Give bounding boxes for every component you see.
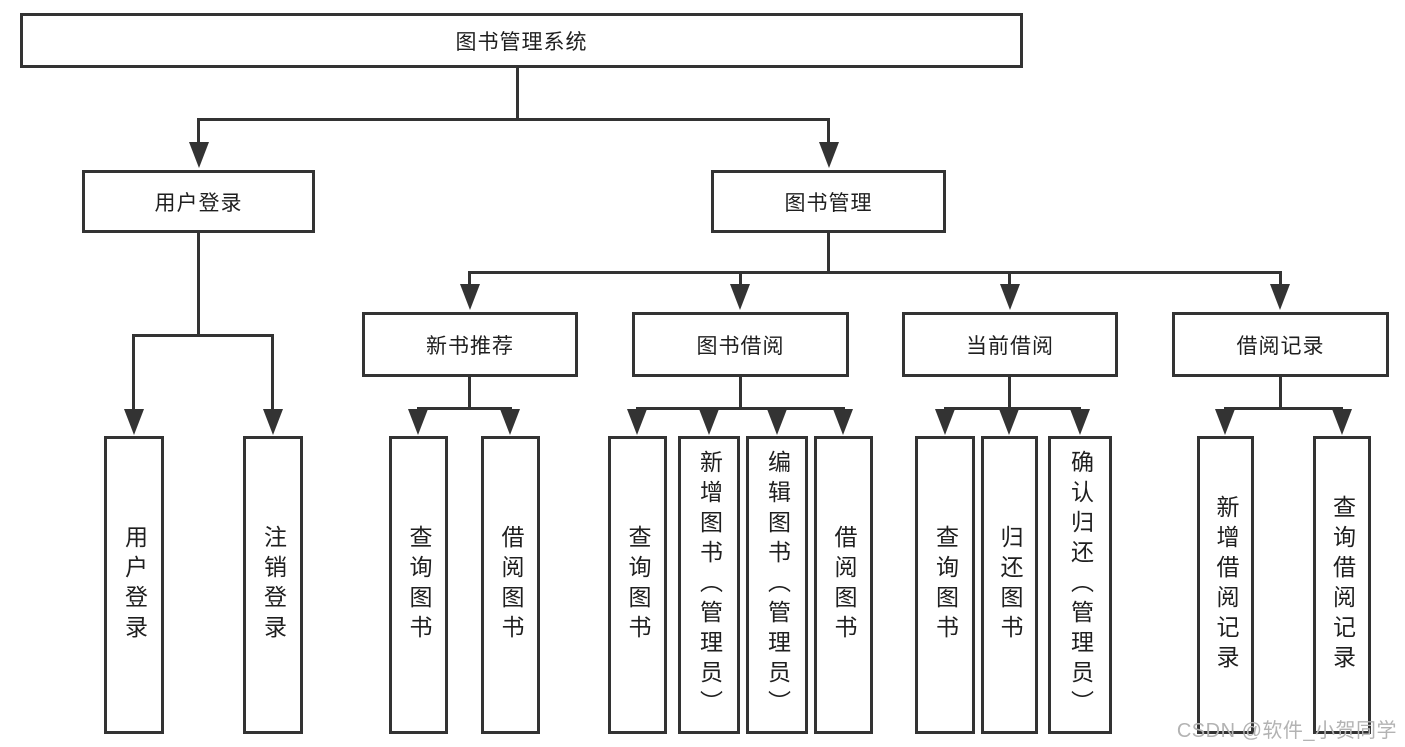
arrowhead-down-icon [189, 142, 209, 168]
leaf-query-borrow-record: 查询借阅记录 [1313, 436, 1371, 734]
leaf-user-login: 用户登录 [104, 436, 164, 734]
arrowhead-down-icon [1332, 409, 1352, 435]
node-label: 当前借阅 [966, 334, 1054, 358]
arrowhead-down-icon [124, 409, 144, 435]
arrowhead-down-icon [1270, 284, 1290, 310]
arrowhead-down-icon [500, 409, 520, 435]
connector-line [197, 118, 830, 121]
node-label: 查询图书 [932, 525, 959, 645]
leaf-query-books-current: 查询图书 [915, 436, 975, 734]
node-borrow-records: 借阅记录 [1172, 312, 1389, 377]
node-label: 编辑图书（管理员） [764, 450, 791, 720]
leaf-borrow-books: 借阅图书 [814, 436, 873, 734]
arrowhead-down-icon [627, 409, 647, 435]
connector-line [132, 334, 274, 337]
arrowhead-down-icon [699, 409, 719, 435]
node-new-book-recommend: 新书推荐 [362, 312, 578, 377]
node-label: 借阅图书 [831, 525, 857, 645]
arrowhead-down-icon [1215, 409, 1235, 435]
connector-line [417, 407, 512, 410]
connector-line [468, 271, 1281, 274]
leaf-logout: 注销登录 [243, 436, 303, 734]
leaf-borrow-books-recommend: 借阅图书 [481, 436, 540, 734]
csdn-watermark: CSDN @软件_小贺同学 [1176, 720, 1397, 742]
node-label: 借阅图书 [498, 525, 524, 645]
leaf-add-book-admin: 新增图书（管理员） [678, 436, 740, 734]
leaf-return-book: 归还图书 [981, 436, 1038, 734]
node-label: 图书借阅 [696, 334, 785, 358]
connector-line [132, 334, 135, 412]
leaf-query-books-recommend: 查询图书 [389, 436, 448, 734]
connector-line [1008, 377, 1011, 410]
connector-line [636, 407, 845, 410]
connector-line [827, 118, 830, 148]
connector-line [468, 377, 471, 410]
node-book-borrow: 图书借阅 [632, 312, 849, 377]
node-label: 查询借阅记录 [1329, 495, 1356, 675]
leaf-add-borrow-record: 新增借阅记录 [1197, 436, 1254, 734]
node-label: 图书管理系统 [455, 30, 588, 54]
node-label: 用户登录 [154, 191, 243, 215]
connector-line [516, 68, 519, 121]
connector-line [1279, 377, 1282, 410]
leaf-query-books-borrow: 查询图书 [608, 436, 667, 734]
node-book-management: 图书管理 [711, 170, 946, 233]
connector-line [271, 334, 274, 412]
arrowhead-down-icon [767, 409, 787, 435]
node-label: 新书推荐 [426, 334, 514, 358]
node-label: 确认归还（管理员） [1067, 450, 1094, 720]
connector-line [739, 271, 742, 288]
node-label: 归还图书 [997, 525, 1023, 645]
arrowhead-down-icon [833, 409, 853, 435]
connector-line [1008, 271, 1011, 288]
node-label: 新增借阅记录 [1213, 495, 1239, 675]
arrowhead-down-icon [1000, 284, 1020, 310]
node-label: 用户登录 [121, 525, 148, 645]
node-label: 借阅记录 [1236, 334, 1325, 358]
arrowhead-down-icon [819, 142, 839, 168]
connector-line [1279, 271, 1282, 288]
node-library-system: 图书管理系统 [20, 13, 1023, 68]
arrowhead-down-icon [935, 409, 955, 435]
connector-line [739, 377, 742, 410]
connector-line [197, 118, 200, 148]
arrowhead-down-icon [999, 409, 1019, 435]
leaf-confirm-return-admin: 确认归还（管理员） [1048, 436, 1112, 734]
arrowhead-down-icon [408, 409, 428, 435]
connector-line [197, 233, 200, 337]
arrowhead-down-icon [263, 409, 283, 435]
node-user-login: 用户登录 [82, 170, 315, 233]
node-label: 注销登录 [260, 525, 287, 645]
node-label: 新增图书（管理员） [696, 450, 723, 720]
arrowhead-down-icon [730, 284, 750, 310]
arrowhead-down-icon [1070, 409, 1090, 435]
node-label: 查询图书 [625, 525, 651, 645]
leaf-edit-book-admin: 编辑图书（管理员） [746, 436, 808, 734]
connector-line [944, 407, 1081, 410]
connector-line [468, 271, 471, 288]
connector-line [1224, 407, 1343, 410]
node-current-borrow: 当前借阅 [902, 312, 1118, 377]
node-label: 查询图书 [406, 525, 432, 645]
connector-line [827, 233, 830, 274]
arrowhead-down-icon [460, 284, 480, 310]
node-label: 图书管理 [784, 191, 873, 215]
